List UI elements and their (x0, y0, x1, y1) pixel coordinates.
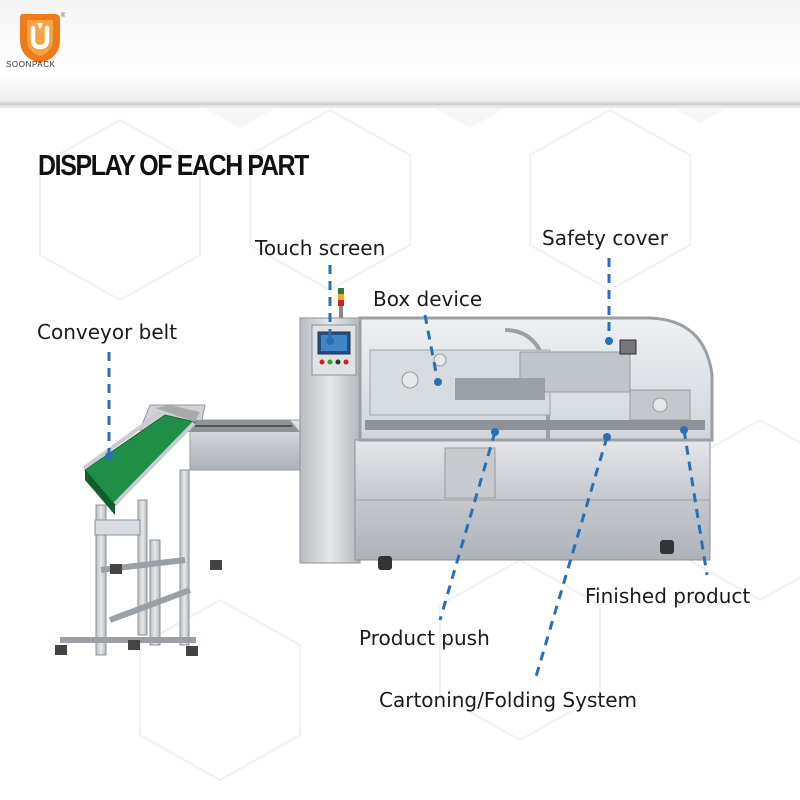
leader-finished-product (682, 429, 709, 576)
header-band (0, 0, 800, 108)
control-panel (311, 324, 357, 376)
signal-light-icon (338, 288, 344, 318)
anchor-product-push (491, 428, 499, 436)
leader-product-push (438, 431, 497, 621)
machine-body (299, 316, 714, 570)
soonpack-logo-icon: ® (20, 12, 65, 63)
brand-name: SOONPACK (6, 60, 56, 69)
anchor-finished-product (680, 426, 688, 434)
page-title: DISPLAY OF EACH PART (38, 150, 309, 182)
conveyor-belt-unit (55, 405, 222, 656)
label-touch-screen: Touch screen (255, 236, 386, 260)
label-conveyor-belt: Conveyor belt (37, 320, 178, 344)
label-product-push: Product push (359, 626, 490, 650)
anchor-cartoning-folding (603, 433, 611, 441)
anchor-touch-screen (326, 337, 334, 345)
leader-box-device (423, 314, 439, 379)
label-box-device: Box device (373, 287, 483, 311)
header-divider (0, 101, 800, 107)
label-safety-cover: Safety cover (542, 226, 668, 250)
anchor-safety-cover (605, 337, 613, 345)
anchor-conveyor-belt (105, 452, 113, 460)
anchor-box-device (434, 378, 442, 386)
label-cartoning-folding-system: Cartoning/Folding System (379, 688, 638, 712)
registered-mark: ® (61, 12, 65, 19)
label-finished-product: Finished product (585, 584, 751, 608)
leader-cartoning-folding (533, 436, 609, 681)
